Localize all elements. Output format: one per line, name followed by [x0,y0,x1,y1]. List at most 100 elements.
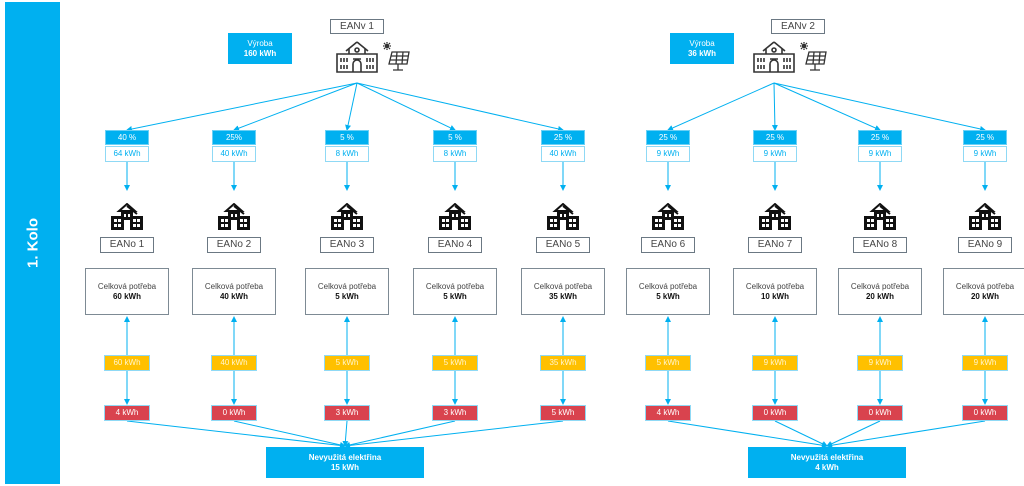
used-box: 40 kWh [211,355,257,371]
consumer-building-icon [437,202,473,236]
consumer-label-text: EANo 9 [967,239,1003,250]
production-box-text: 36 kWh [687,48,716,58]
unused-box: 5 kWh [540,405,586,421]
share-box: 25% [212,130,256,145]
round-banner: 1. Kolo [5,2,60,484]
total-need-box-text: Celková potřeba [533,281,593,291]
production-box-text: Výroba [247,38,273,48]
total-need-box-text: Celková potřeba [204,281,264,291]
total-need-box-text: Celková potřeba [317,281,377,291]
share-box-text: 40 % [117,132,137,142]
unused-total-box-text: 15 kWh [330,462,359,472]
allocated-box: 9 kWh [753,146,797,162]
consumer-building-icon [967,202,1003,236]
consumer-label: EANo 7 [748,237,802,253]
unused-box-text: 3 kWh [335,408,359,417]
total-need-box-text: 10 kWh [760,291,789,301]
arrow-to-total [826,420,881,447]
unused-box-text: 0 kWh [222,408,246,417]
total-need-box-text: Celková potřeba [425,281,485,291]
allocated-box: 9 kWh [646,146,690,162]
allocated-box: 40 kWh [541,146,585,162]
share-box: 5 % [433,130,477,145]
unused-box: 0 kWh [752,405,798,421]
total-need-box-text: Celková potřeba [97,281,157,291]
share-box-text: 25 % [975,132,995,142]
unused-box: 4 kWh [645,405,691,421]
unused-box-text: 3 kWh [443,408,467,417]
share-box: 25 % [753,130,797,145]
allocation-arrow [771,82,778,131]
source-label-text: EANv 1 [340,20,374,32]
consumer-label: EANo 8 [853,237,907,253]
used-box: 9 kWh [962,355,1008,371]
allocated-box-text: 9 kWh [656,149,680,158]
used-box-text: 5 kWh [656,358,680,367]
used-box-text: 40 kWh [220,358,248,367]
unused-box-text: 5 kWh [551,408,575,417]
total-need-box-text: Celková potřeba [850,281,910,291]
arrow-to-total [344,420,456,448]
used-box: 5 kWh [324,355,370,371]
used-box-text: 9 kWh [763,358,787,367]
allocation-arrow [773,82,881,131]
total-need-box-text: 40 kWh [219,291,248,301]
source-label: EANv 2 [771,19,825,34]
consumer-label-text: EANo 2 [216,239,252,250]
allocated-box-text: 40 kWh [549,149,577,158]
consumer-label: EANo 9 [958,237,1012,253]
unused-box: 0 kWh [211,405,257,421]
unused-total-box-text: 4 kWh [815,462,839,472]
allocation-arrow [233,82,358,132]
consumer-label: EANo 1 [100,237,154,253]
total-need-box-text: 60 kWh [112,291,141,301]
solar-panel-icon [800,42,828,77]
used-box: 35 kWh [540,355,586,371]
unused-box-text: 0 kWh [973,408,997,417]
arrow-to-total [826,420,986,449]
allocated-box: 64 kWh [105,146,149,162]
unused-box-text: 0 kWh [868,408,892,417]
source-label-text: EANv 2 [781,20,815,32]
unused-box: 4 kWh [104,405,150,421]
consumer-label: EANo 4 [428,237,482,253]
allocated-box: 8 kWh [433,146,477,162]
consumer-label: EANo 6 [641,237,695,253]
production-box-text: Výroba [689,38,715,48]
total-need-box-text: 35 kWh [548,291,577,301]
unused-box-text: 4 kWh [656,408,680,417]
share-box: 25 % [646,130,690,145]
share-box-text: 5 % [448,132,462,142]
used-box-text: 35 kWh [549,358,577,367]
unused-box: 0 kWh [857,405,903,421]
total-need-box-text: 20 kWh [970,291,999,301]
allocation-arrow [667,82,775,131]
used-box: 9 kWh [857,355,903,371]
consumer-label-text: EANo 1 [109,239,145,250]
allocated-box-text: 8 kWh [443,149,467,158]
allocation-arrow [356,82,564,132]
used-box-text: 60 kWh [113,358,141,367]
allocated-box-text: 40 kWh [220,149,248,158]
consumer-label: EANo 5 [536,237,590,253]
allocation-arrow [773,82,986,132]
allocated-box: 9 kWh [858,146,902,162]
allocated-box-text: 9 kWh [763,149,787,158]
consumer-building-icon [329,202,365,236]
total-need-box-text: Celková potřeba [638,281,698,291]
allocated-box: 8 kWh [325,146,369,162]
share-box: 40 % [105,130,149,145]
unused-box: 3 kWh [324,405,370,421]
allocated-box-text: 64 kWh [113,149,141,158]
unused-total-box-text: Nevyužitá elektřina [308,452,382,462]
consumer-label-text: EANo 7 [757,239,793,250]
unused-box-text: 0 kWh [763,408,787,417]
